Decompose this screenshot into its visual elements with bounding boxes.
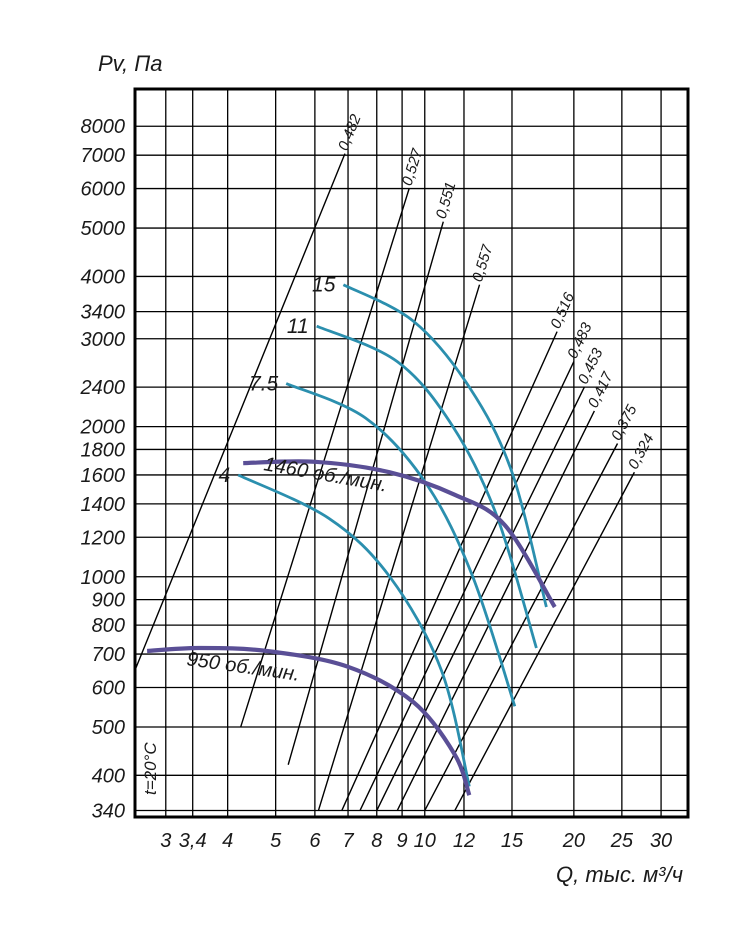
efficiency-label: 0,324 <box>625 431 658 472</box>
x-tick-label: 30 <box>650 830 672 852</box>
y-axis-title: Pv, Па <box>98 51 162 76</box>
x-tick-label: 20 <box>562 830 585 852</box>
x-tick-label: 12 <box>453 830 475 852</box>
y-tick-label: 4000 <box>81 266 126 288</box>
y-tick-label: 700 <box>92 644 125 666</box>
power-curve <box>316 324 538 649</box>
rpm-curve <box>146 645 472 796</box>
power-curve-label: 11 <box>287 315 309 338</box>
rpm-curve-label: 1460 об./мин. <box>262 453 389 496</box>
y-tick-label: 7000 <box>81 145 126 167</box>
y-tick-label: 400 <box>92 765 125 787</box>
y-tick-label: 1200 <box>81 527 126 549</box>
efficiency-line <box>424 443 619 811</box>
y-tick-label: 1600 <box>81 465 126 487</box>
efficiency-lines: 0,4820,5270,5510,5570,5160,4830,4530,417… <box>134 111 658 811</box>
y-tick-label: 340 <box>92 801 125 823</box>
y-tick-label: 500 <box>92 717 125 739</box>
y-tick-label: 6000 <box>81 179 126 201</box>
grid <box>135 89 688 817</box>
rpm-curve <box>243 459 557 609</box>
y-tick-label: 600 <box>92 677 125 699</box>
y-tick-label: 3000 <box>81 329 126 351</box>
efficiency-line <box>287 221 444 765</box>
efficiency-label: 0,527 <box>399 146 427 188</box>
rpm-curves: 1460 об./мин.950 об./мин. <box>146 453 557 796</box>
efficiency-line <box>454 471 636 811</box>
x-tick-label: 6 <box>309 830 321 852</box>
x-tick-label: 5 <box>270 830 282 852</box>
efficiency-line <box>240 188 410 728</box>
power-curve-label: 15 <box>312 274 336 297</box>
power-curve <box>285 382 517 707</box>
x-tick-label: 3,4 <box>179 830 207 852</box>
efficiency-label: 0,557 <box>469 242 496 283</box>
y-tick-label: 1800 <box>81 439 126 461</box>
x-tick-label: 7 <box>342 830 354 852</box>
efficiency-line <box>317 284 481 811</box>
x-axis-title: Q, тыс. м³/ч <box>556 862 683 887</box>
efficiency-label: 0,482 <box>335 111 365 153</box>
x-tick-label: 3 <box>160 830 171 852</box>
power-curve-label: 7.5 <box>249 373 279 396</box>
power-curve-label: 4 <box>218 464 230 487</box>
plot-frame <box>133 87 690 819</box>
x-tick-label: 15 <box>501 830 524 852</box>
power-curve <box>342 283 548 608</box>
y-tick-label: 2000 <box>80 417 126 439</box>
efficiency-line <box>396 410 595 811</box>
y-tick-label: 8000 <box>81 116 126 138</box>
x-tick-label: 4 <box>222 830 233 852</box>
x-tick-label: 8 <box>371 830 382 852</box>
y-tick-label: 800 <box>92 615 125 637</box>
efficiency-label: 0,375 <box>608 402 641 444</box>
y-tick-label: 5000 <box>81 218 126 240</box>
efficiency-line <box>359 361 575 811</box>
temperature-annotation: t=20°C <box>141 742 160 795</box>
x-tick-label: 10 <box>414 830 436 852</box>
y-tick-label: 1000 <box>81 567 126 589</box>
efficiency-line <box>134 153 346 671</box>
x-tick-label: 25 <box>610 830 634 852</box>
power-curve <box>237 473 471 787</box>
y-tick-label: 900 <box>92 590 125 612</box>
x-tick-label: 9 <box>397 830 408 852</box>
y-tick-label: 1400 <box>81 494 126 516</box>
y-tick-label: 2400 <box>80 377 126 399</box>
y-tick-label: 3400 <box>81 302 126 324</box>
efficiency-line <box>341 331 558 811</box>
efficiency-label: 0,551 <box>433 180 460 221</box>
